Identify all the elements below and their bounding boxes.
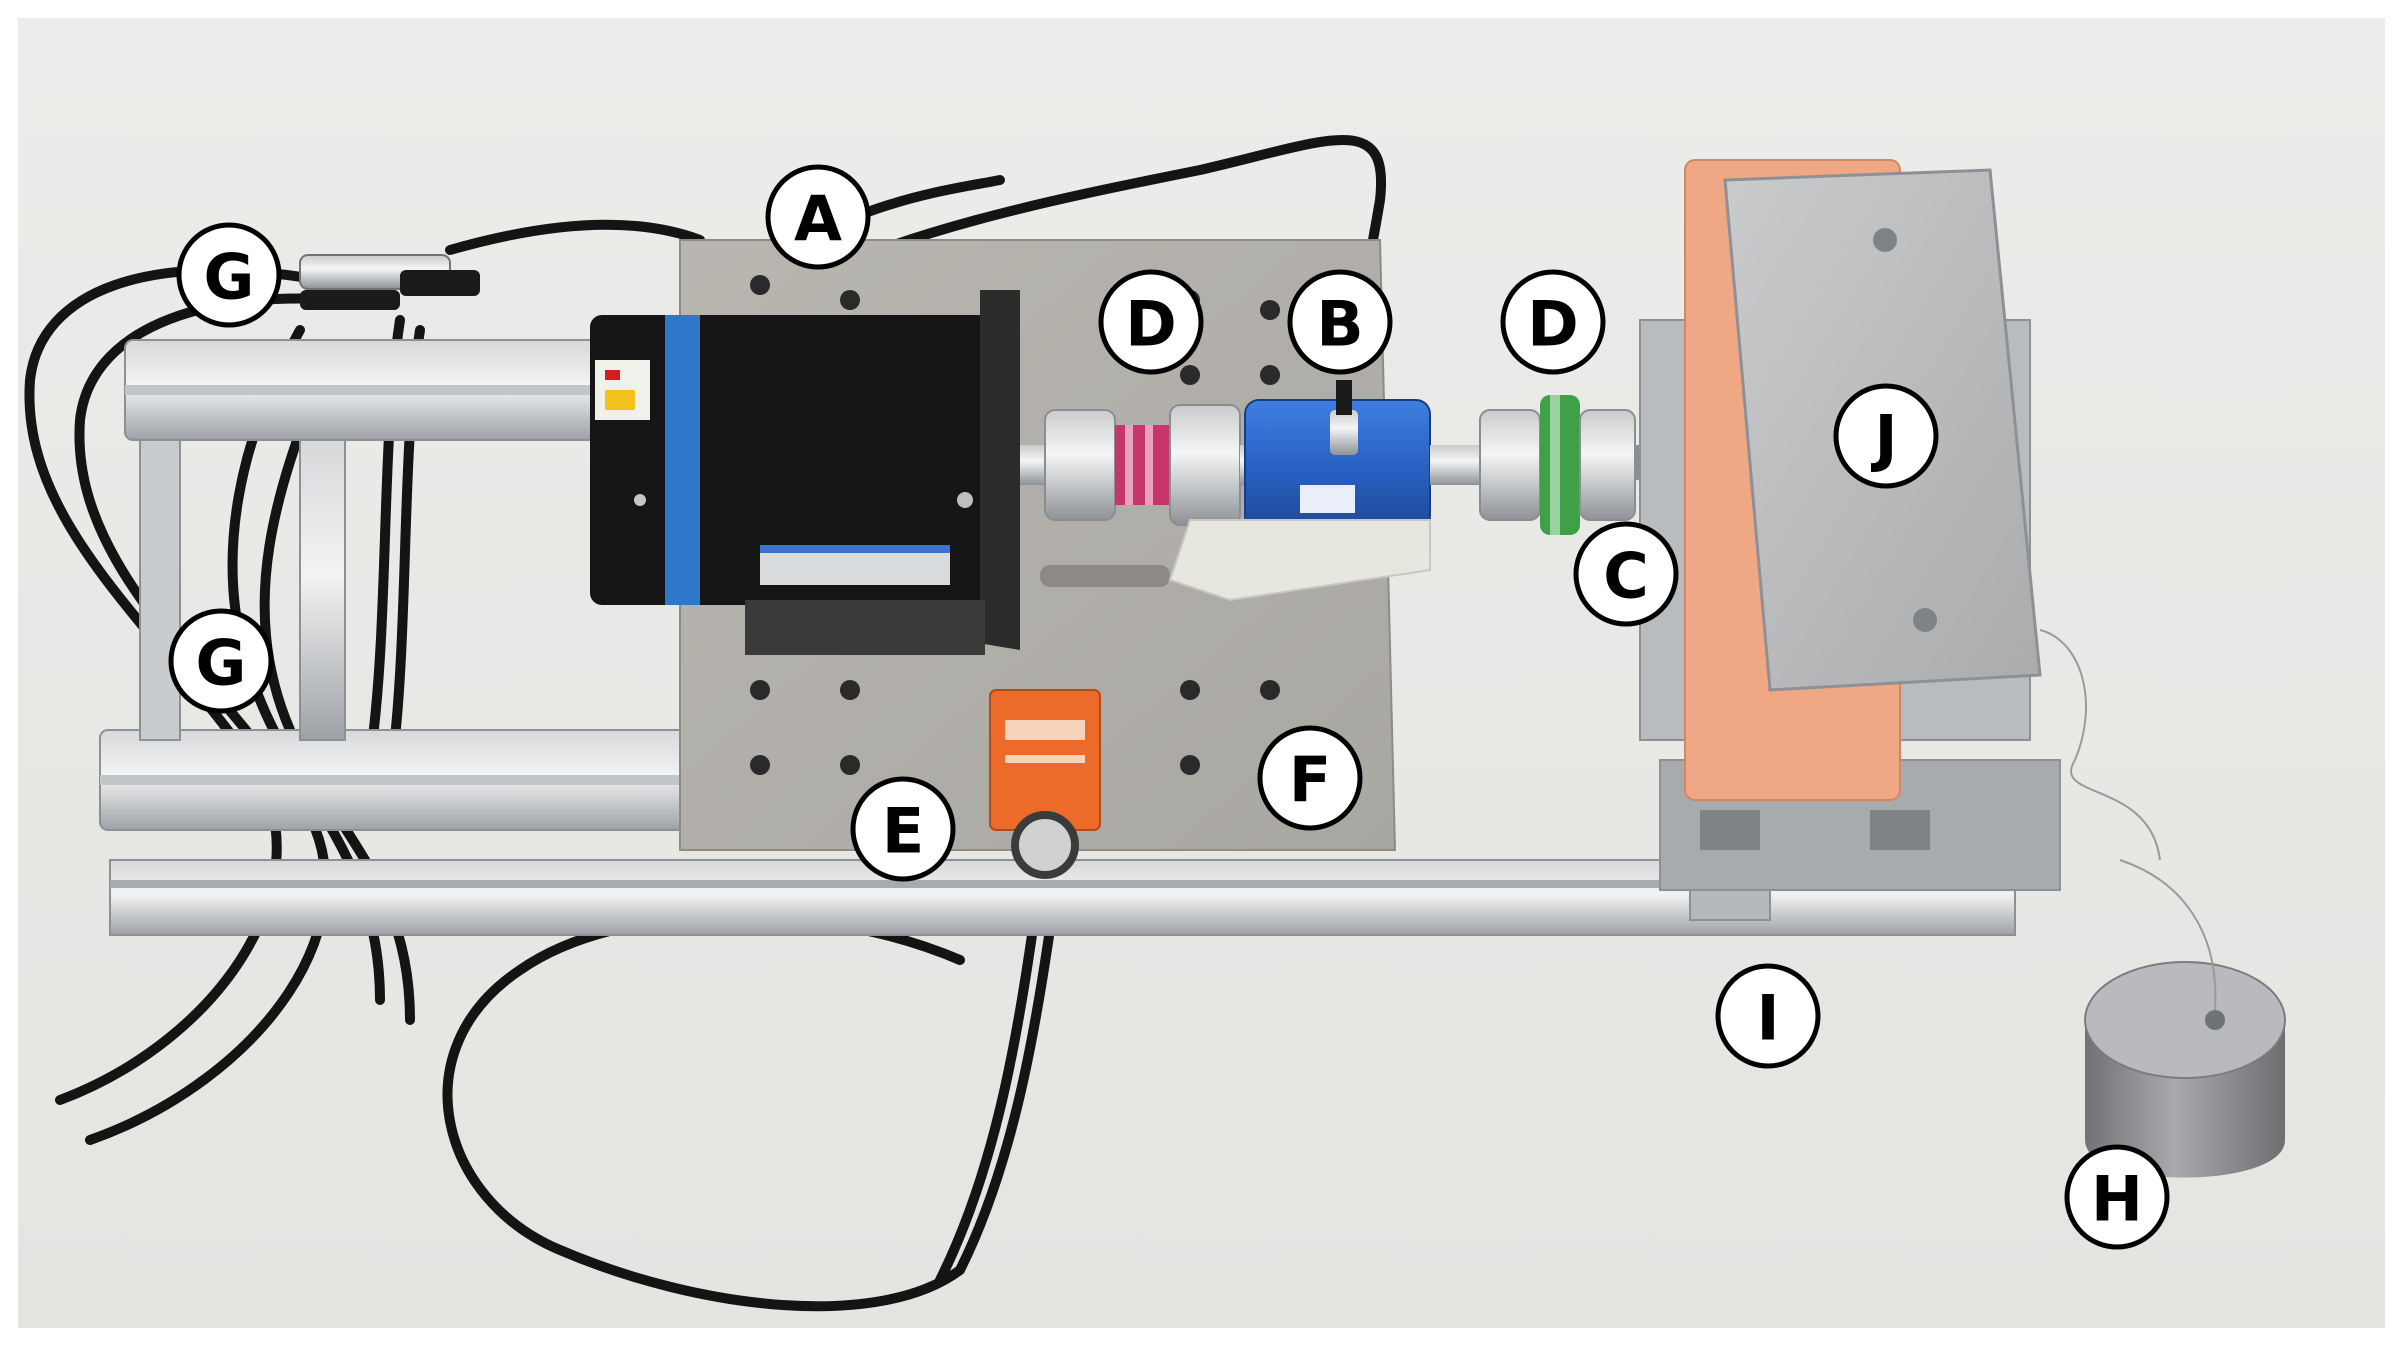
svg-text:B: B: [1316, 288, 1363, 361]
torque-sensor: [1168, 380, 1431, 602]
weight: [2084, 859, 2286, 1178]
svg-text:C: C: [1603, 540, 1649, 613]
callout-D-right: D: [1500, 269, 1606, 375]
cable-connectors: [299, 254, 480, 310]
callout-B: B: [1287, 269, 1393, 375]
callout-C: C: [1573, 521, 1679, 627]
svg-text:I: I: [1756, 982, 1779, 1055]
svg-text:G: G: [196, 627, 247, 700]
callout-G-bottom: G: [168, 608, 274, 714]
callout-D-left: D: [1098, 269, 1204, 375]
callout-G-top: G: [176, 222, 282, 328]
motor: [590, 290, 1020, 655]
svg-text:G: G: [204, 241, 255, 314]
encoder: [989, 689, 1101, 879]
svg-text:D: D: [1527, 288, 1578, 361]
svg-text:A: A: [794, 183, 842, 256]
svg-text:J: J: [1870, 402, 1897, 475]
guide-rails: [99, 339, 701, 831]
svg-text:E: E: [882, 795, 924, 868]
callout-I: I: [1715, 963, 1821, 1069]
svg-text:F: F: [1289, 744, 1331, 817]
callout-H: H: [2064, 1144, 2170, 1250]
callout-A: A: [765, 164, 871, 270]
callout-E: E: [850, 776, 956, 882]
svg-text:D: D: [1125, 288, 1176, 361]
callout-F: F: [1257, 725, 1363, 831]
svg-text:H: H: [2091, 1163, 2143, 1236]
callout-J: J: [1833, 383, 1939, 489]
